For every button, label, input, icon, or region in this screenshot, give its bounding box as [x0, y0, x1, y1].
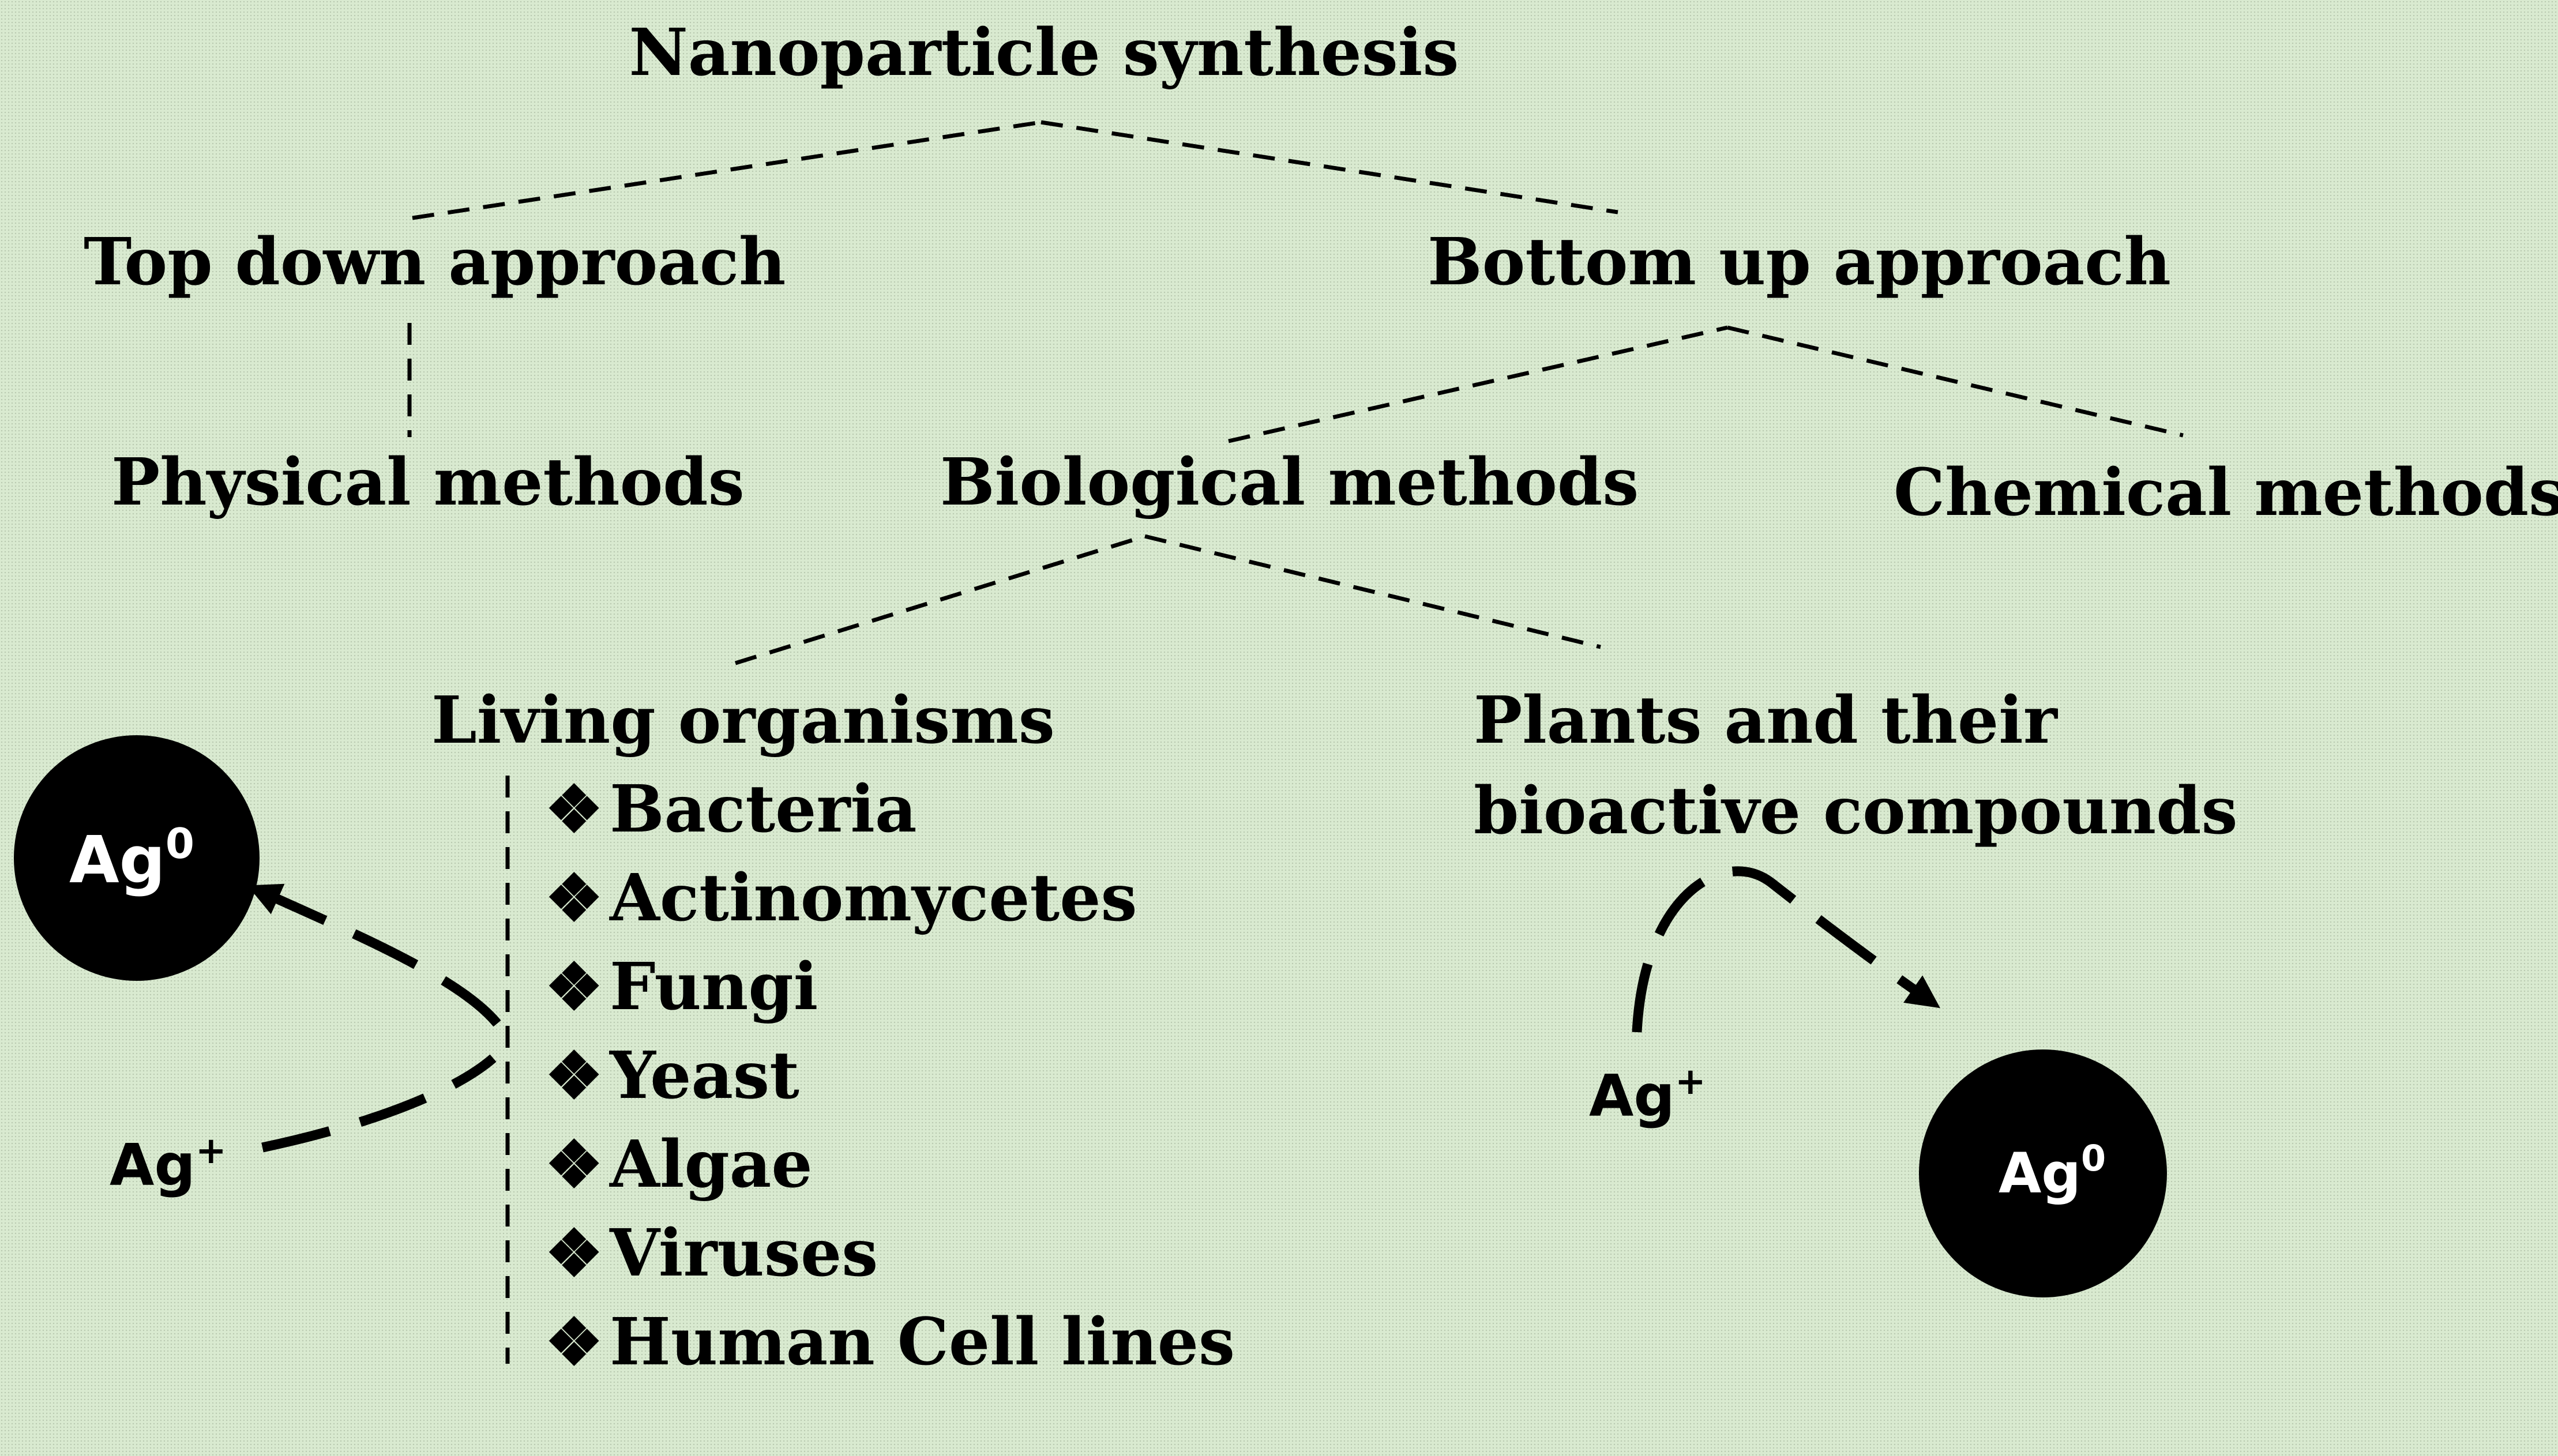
connector-title-to-bottom-up — [1041, 120, 1618, 215]
organism-bullet: ❖ — [545, 1127, 603, 1202]
left-arrow-upper — [247, 883, 501, 1027]
silver-atom-circle-left — [14, 735, 260, 981]
organism-bullet: ❖ — [545, 1304, 603, 1380]
left-arrow-lower — [261, 1054, 497, 1153]
silver-atom-label-right: Ag0 — [1999, 1137, 2106, 1206]
right-arrow — [1632, 866, 1940, 1033]
silver-atom-circle-right — [1919, 1049, 2167, 1297]
living-organisms-list: ❖Bacteria❖Actinomycetes❖Fungi❖Yeast❖Alga… — [545, 772, 1235, 1380]
living-organisms-label: Living organisms — [431, 683, 1055, 758]
organism-item: Yeast — [609, 1038, 799, 1113]
organism-item: Viruses — [609, 1216, 878, 1291]
silver-atom-label-left: Ag0 — [69, 819, 194, 898]
organism-item: Actinomycetes — [609, 860, 1137, 936]
biological-methods-label: Biological methods — [940, 445, 1639, 520]
physical-methods-label: Physical methods — [111, 445, 745, 520]
plants-label-line2: bioactive compounds — [1474, 773, 2238, 849]
bottom-up-approach-label: Bottom up approach — [1428, 224, 2171, 300]
organism-bullet: ❖ — [545, 949, 603, 1025]
connector-biological-to-plants — [1144, 534, 1601, 649]
connector-title-to-top-down — [412, 120, 1042, 220]
organism-bullet: ❖ — [545, 1038, 603, 1113]
organism-bullet: ❖ — [545, 1216, 603, 1291]
silver-ion-label-left: Ag+ — [110, 1130, 227, 1199]
plants-label-line1: Plants and their — [1474, 683, 2059, 758]
silver-ion-label-right: Ag+ — [1589, 1060, 1706, 1130]
organism-item: Human Cell lines — [610, 1304, 1235, 1380]
connector-bottom-up-to-chemical — [1727, 325, 2184, 438]
organism-bullet: ❖ — [545, 860, 603, 936]
organism-bullet: ❖ — [545, 772, 603, 847]
organism-item: Algae — [609, 1127, 813, 1202]
diagram-title: Nanoparticle synthesis — [629, 15, 1459, 91]
organism-item: Fungi — [610, 949, 818, 1025]
chemical-methods-label: Chemical methods — [1894, 455, 2558, 531]
organism-item: Bacteria — [610, 772, 917, 847]
connector-biological-to-living — [734, 534, 1146, 665]
top-down-approach-label: Top down approach — [84, 224, 786, 300]
connector-bottom-up-to-biological — [1228, 325, 1728, 443]
